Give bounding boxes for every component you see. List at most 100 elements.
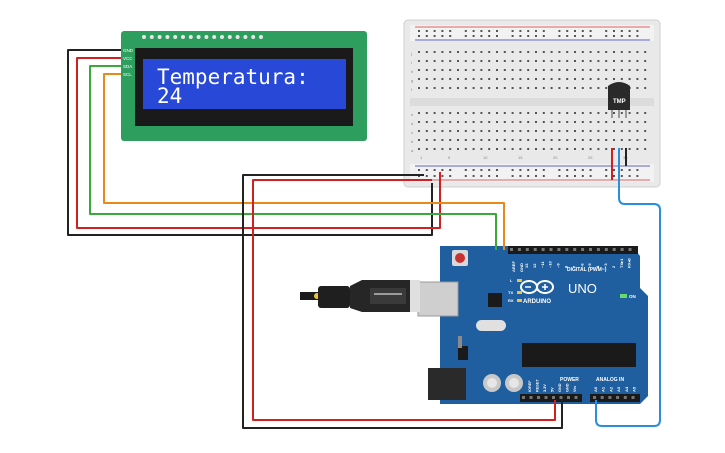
rail-hole[interactable]	[628, 175, 631, 177]
digital-pin-hole[interactable]	[541, 248, 545, 251]
breadboard-hole[interactable]	[496, 78, 498, 80]
breadboard-hole[interactable]	[613, 112, 615, 114]
breadboard-hole[interactable]	[574, 78, 576, 80]
rail-hole[interactable]	[519, 175, 522, 177]
rail-hole[interactable]	[605, 169, 608, 171]
breadboard-hole[interactable]	[558, 69, 561, 71]
breadboard-hole[interactable]	[480, 51, 483, 53]
rail-hole[interactable]	[535, 35, 537, 37]
breadboard-hole[interactable]	[620, 139, 623, 141]
breadboard-hole[interactable]	[574, 121, 576, 123]
rail-hole[interactable]	[535, 175, 537, 177]
breadboard-hole[interactable]	[535, 87, 537, 89]
breadboard-hole[interactable]	[496, 112, 498, 114]
power-pin-hole[interactable]	[529, 396, 533, 399]
breadboard-hole[interactable]	[550, 60, 553, 62]
breadboard-hole[interactable]	[441, 69, 444, 71]
breadboard-hole[interactable]	[519, 139, 522, 141]
breadboard-hole[interactable]	[425, 139, 428, 141]
breadboard-hole[interactable]	[581, 51, 584, 53]
breadboard-hole[interactable]	[441, 78, 444, 80]
breadboard-hole[interactable]	[496, 148, 498, 150]
rail-hole[interactable]	[449, 175, 452, 177]
breadboard-hole[interactable]	[550, 69, 553, 71]
breadboard-hole[interactable]	[425, 78, 428, 80]
breadboard-hole[interactable]	[511, 69, 514, 71]
rail-hole[interactable]	[581, 30, 584, 32]
breadboard-hole[interactable]	[464, 78, 467, 80]
rail-hole[interactable]	[519, 169, 522, 171]
breadboard-hole[interactable]	[535, 51, 537, 53]
breadboard-hole[interactable]	[620, 121, 623, 123]
breadboard-hole[interactable]	[503, 78, 506, 80]
breadboard-hole[interactable]	[519, 51, 522, 53]
breadboard-hole[interactable]	[636, 139, 639, 141]
breadboard-hole[interactable]	[503, 139, 506, 141]
breadboard-hole[interactable]	[535, 148, 537, 150]
breadboard-hole[interactable]	[644, 69, 647, 71]
rail-hole[interactable]	[480, 30, 483, 32]
rail-hole[interactable]	[433, 169, 436, 171]
breadboard-hole[interactable]	[519, 87, 522, 89]
breadboard-hole[interactable]	[488, 139, 491, 141]
power-pin-hole[interactable]	[559, 396, 563, 399]
rail-hole[interactable]	[425, 30, 428, 32]
breadboard-hole[interactable]	[558, 87, 561, 89]
rail-hole[interactable]	[581, 35, 584, 37]
breadboard-hole[interactable]	[605, 60, 608, 62]
power-pin-hole[interactable]	[537, 396, 540, 399]
breadboard-hole[interactable]	[511, 60, 514, 62]
breadboard-hole[interactable]	[472, 60, 475, 62]
breadboard-hole[interactable]	[589, 139, 592, 141]
rail-hole[interactable]	[488, 35, 491, 37]
breadboard-hole[interactable]	[488, 51, 491, 53]
breadboard-hole[interactable]	[472, 87, 475, 89]
breadboard-hole[interactable]	[542, 87, 545, 89]
breadboard-hole[interactable]	[488, 87, 491, 89]
breadboard-hole[interactable]	[566, 130, 569, 132]
rail-hole[interactable]	[566, 35, 569, 37]
breadboard-hole[interactable]	[418, 60, 420, 62]
digital-pin-hole[interactable]	[549, 248, 553, 251]
analog-pin-hole[interactable]	[593, 396, 596, 399]
rail-hole[interactable]	[558, 35, 561, 37]
rail-hole[interactable]	[418, 169, 420, 171]
digital-pin-holes[interactable]	[510, 248, 632, 251]
breadboard-hole[interactable]	[589, 130, 592, 132]
breadboard-hole[interactable]	[636, 130, 639, 132]
breadboard-hole[interactable]	[628, 78, 631, 80]
breadboard-hole[interactable]	[511, 121, 514, 123]
rail-hole[interactable]	[433, 175, 436, 177]
rail-hole[interactable]	[613, 30, 615, 32]
breadboard-hole[interactable]	[566, 112, 569, 114]
digital-pin-hole[interactable]	[628, 248, 632, 251]
breadboard-hole[interactable]	[581, 121, 584, 123]
breadboard-hole[interactable]	[418, 78, 420, 80]
rail-hole[interactable]	[542, 175, 545, 177]
rail-hole[interactable]	[581, 175, 584, 177]
rail-hole[interactable]	[605, 30, 608, 32]
breadboard-hole[interactable]	[480, 139, 483, 141]
rail-hole[interactable]	[449, 169, 452, 171]
breadboard-hole[interactable]	[589, 87, 592, 89]
analog-pin-hole[interactable]	[608, 396, 612, 399]
rail-hole[interactable]	[480, 169, 483, 171]
breadboard-hole[interactable]	[542, 130, 545, 132]
analog-pin-hole[interactable]	[616, 396, 620, 399]
rail-hole[interactable]	[613, 35, 615, 37]
breadboard-hole[interactable]	[542, 51, 545, 53]
breadboard-hole[interactable]	[542, 112, 545, 114]
breadboard-hole[interactable]	[628, 51, 631, 53]
rail-hole[interactable]	[464, 30, 467, 32]
rail-hole[interactable]	[574, 30, 576, 32]
breadboard-hole[interactable]	[511, 130, 514, 132]
rail-hole[interactable]	[519, 35, 522, 37]
breadboard-hole[interactable]	[503, 87, 506, 89]
breadboard-hole[interactable]	[464, 121, 467, 123]
usb-cable[interactable]	[300, 280, 420, 312]
breadboard-hole[interactable]	[589, 51, 592, 53]
rail-hole[interactable]	[535, 169, 537, 171]
breadboard-hole[interactable]	[503, 121, 506, 123]
arduino-uno-board[interactable]: AREF GND DIGITAL (PWM~) ARDUINO UNO ON L…	[417, 246, 648, 404]
rail-hole[interactable]	[418, 30, 420, 32]
